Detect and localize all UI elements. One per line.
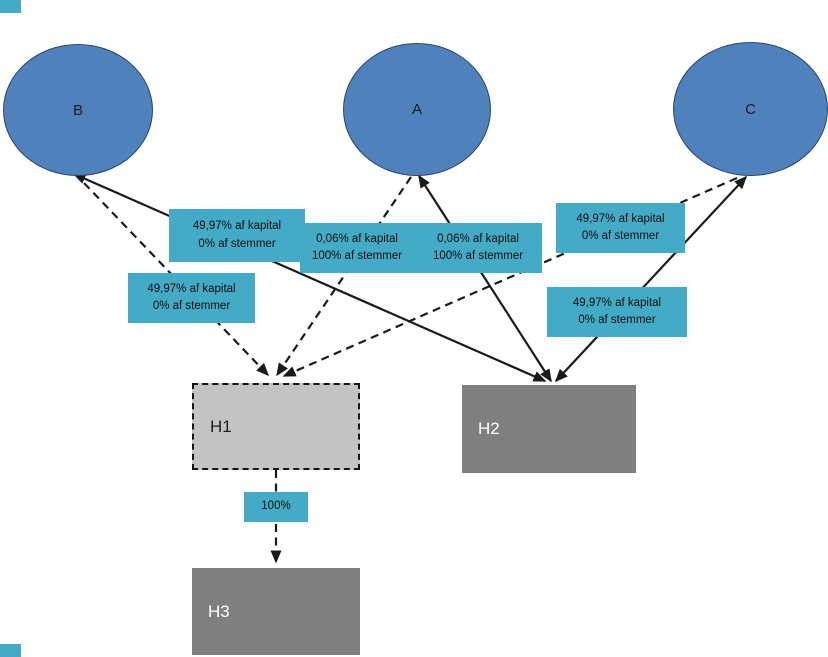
node-box-h3-label: H3 — [208, 601, 230, 621]
corner-mark-top-left — [0, 0, 21, 13]
edge-label-c-h1-line1: 49,97% af kapital — [576, 212, 665, 225]
node-box-h1-label: H1 — [210, 416, 232, 436]
node-circle-b: B — [3, 44, 153, 176]
edge-label-h1-h3-line1: 100% — [261, 500, 291, 513]
edge-label-b-h1: 49,97% af kapital 0% af stemmer — [128, 273, 255, 323]
node-circle-a: A — [343, 43, 491, 176]
edge-label-c-h2: 49,97% af kapital 0% af stemmer — [547, 287, 687, 337]
edge-label-h1-h3: 100% — [244, 492, 308, 522]
node-circle-a-label: A — [411, 101, 422, 118]
edge-label-b-h2-line2: 0% af stemmer — [198, 237, 276, 250]
edge-label-c-h2-line2: 0% af stemmer — [578, 314, 656, 326]
node-box-h2-label: H2 — [478, 419, 500, 438]
edge-label-b-h1-line2: 0% af stemmer — [152, 300, 231, 312]
node-box-h2: H2 — [462, 385, 636, 473]
corner-mark-bottom-left — [0, 644, 21, 657]
node-circle-c: C — [673, 42, 828, 176]
edge-label-a-h2: 0,06% af kapital 100% af stemmer — [414, 223, 542, 273]
edge-a-h2-solid-arrow — [418, 174, 552, 383]
edge-label-b-h2: 49,97% af kapital 0% af stemmer — [169, 209, 305, 262]
node-circle-b-label: B — [72, 101, 83, 119]
edge-label-a-h2-line1: 0,06% af kapital — [437, 232, 519, 245]
edge-label-a-h1-line2: 100% af stemmer — [311, 250, 403, 262]
edge-label-c-h1-line2: 0% af stemmer — [581, 230, 660, 242]
edge-label-a-h2-line2: 100% af stemmer — [432, 250, 524, 262]
edge-label-a-h1-line1: 0,06% af kapital — [316, 232, 398, 245]
node-box-h1: H1 — [192, 383, 360, 470]
node-box-h3: H3 — [192, 568, 360, 655]
edge-c-h2-solid-arrow — [554, 175, 748, 383]
edge-label-b-h2-line1: 49,97% af kapital — [192, 220, 282, 233]
edge-label-c-h1: 49,97% af kapital 0% af stemmer — [556, 203, 685, 253]
edge-label-c-h2-line1: 49,97% af kapital — [572, 296, 662, 309]
edge-a-h1-dashed-arrow — [276, 176, 412, 377]
edge-label-a-h1: 0,06% af kapital 100% af stemmer — [300, 223, 414, 273]
edge-label-b-h1-line1: 49,97% af kapital — [147, 282, 236, 295]
edge-b-h1-dashed-arrow — [83, 182, 270, 377]
node-circle-c-label: C — [745, 100, 756, 118]
